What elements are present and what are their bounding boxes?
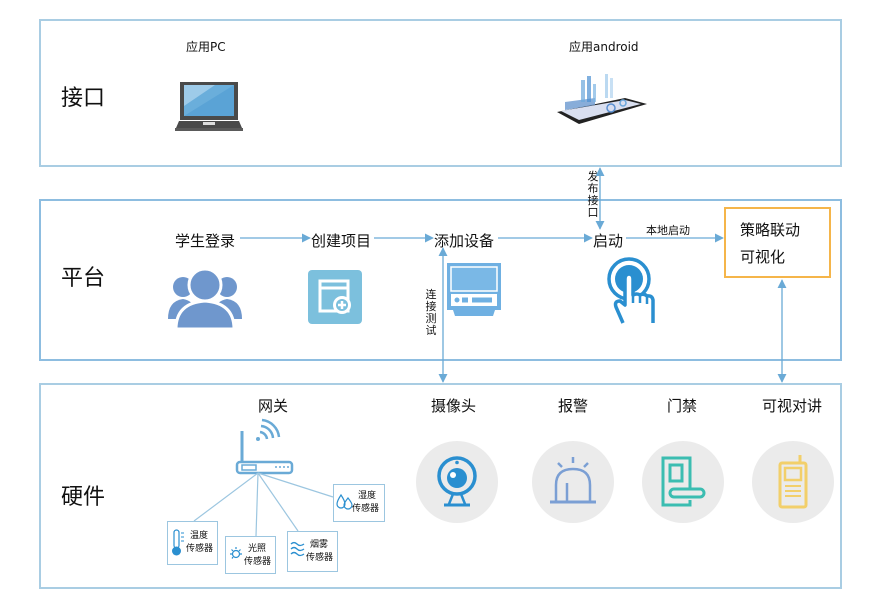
sensor-smoke-line1: 烟雾 [310, 540, 329, 550]
sensor-humidity-line2: 传感器 [352, 504, 380, 514]
sensor-light-line2: 传感器 [244, 557, 272, 567]
interface-layer-title: 接口 [61, 86, 106, 111]
alarm-circle [532, 441, 614, 523]
sensor-temp-line1: 温度 [190, 531, 209, 541]
device-intercom-label: 可视对讲 [762, 397, 823, 415]
webcam-icon [437, 456, 477, 507]
light-sensor-box: 光照 传感器 [225, 536, 276, 574]
local-start-label: 本地启动 [646, 224, 690, 237]
camera-circle [416, 441, 498, 523]
smartphone-icon [557, 74, 647, 124]
alarm-light-icon [550, 457, 596, 504]
smoke-sensor-box: 烟雾 传感器 [287, 531, 338, 572]
platform-layer-title: 平台 [61, 266, 106, 291]
sensor-temp-line2: 传感器 [186, 544, 214, 554]
device-camera-label: 摄像头 [431, 397, 477, 415]
droplets-icon [336, 493, 353, 510]
step-start-label: 启动 [593, 232, 624, 250]
connection-test-label: 连接测试 [425, 288, 437, 337]
intercom-circle [752, 441, 834, 523]
temperature-sensor-box: 温度 传感器 [167, 521, 218, 565]
sensor-light-line1: 光照 [248, 544, 267, 554]
app-android-label: 应用android [569, 40, 639, 54]
strategy-line2: 可视化 [740, 248, 786, 266]
smoke-icon [290, 541, 305, 557]
publish-interface-label: 发布接口 [587, 170, 599, 219]
step-student-login-label: 学生登录 [175, 232, 236, 250]
device-icon [447, 263, 501, 316]
platform-layer [39, 199, 842, 361]
router-icon [235, 418, 294, 475]
touch-icon [607, 257, 655, 324]
interface-layer [39, 19, 842, 167]
device-alarm-label: 报警 [558, 397, 589, 415]
sensor-smoke-line2: 传感器 [306, 553, 334, 563]
app-pc-label: 应用PC [186, 40, 226, 54]
sensor-humidity-line1: 湿度 [358, 491, 377, 501]
sun-icon [230, 547, 242, 559]
thermometer-icon [172, 529, 184, 556]
access-circle [642, 441, 724, 523]
gateway-label: 网关 [258, 397, 289, 415]
walkie-talkie-icon [778, 455, 808, 509]
strategy-visualization-box: 策略联动 可视化 [724, 207, 831, 278]
laptop-icon [175, 82, 243, 131]
hardware-layer-title: 硬件 [61, 485, 106, 510]
step-add-device-label: 添加设备 [434, 232, 495, 250]
users-icon [168, 267, 242, 331]
new-project-icon [308, 270, 362, 324]
step-create-project-label: 创建项目 [311, 232, 372, 250]
strategy-line1: 策略联动 [740, 221, 801, 239]
door-lock-icon [661, 456, 706, 507]
humidity-sensor-box: 湿度 传感器 [333, 484, 385, 522]
device-access-label: 门禁 [667, 397, 698, 415]
